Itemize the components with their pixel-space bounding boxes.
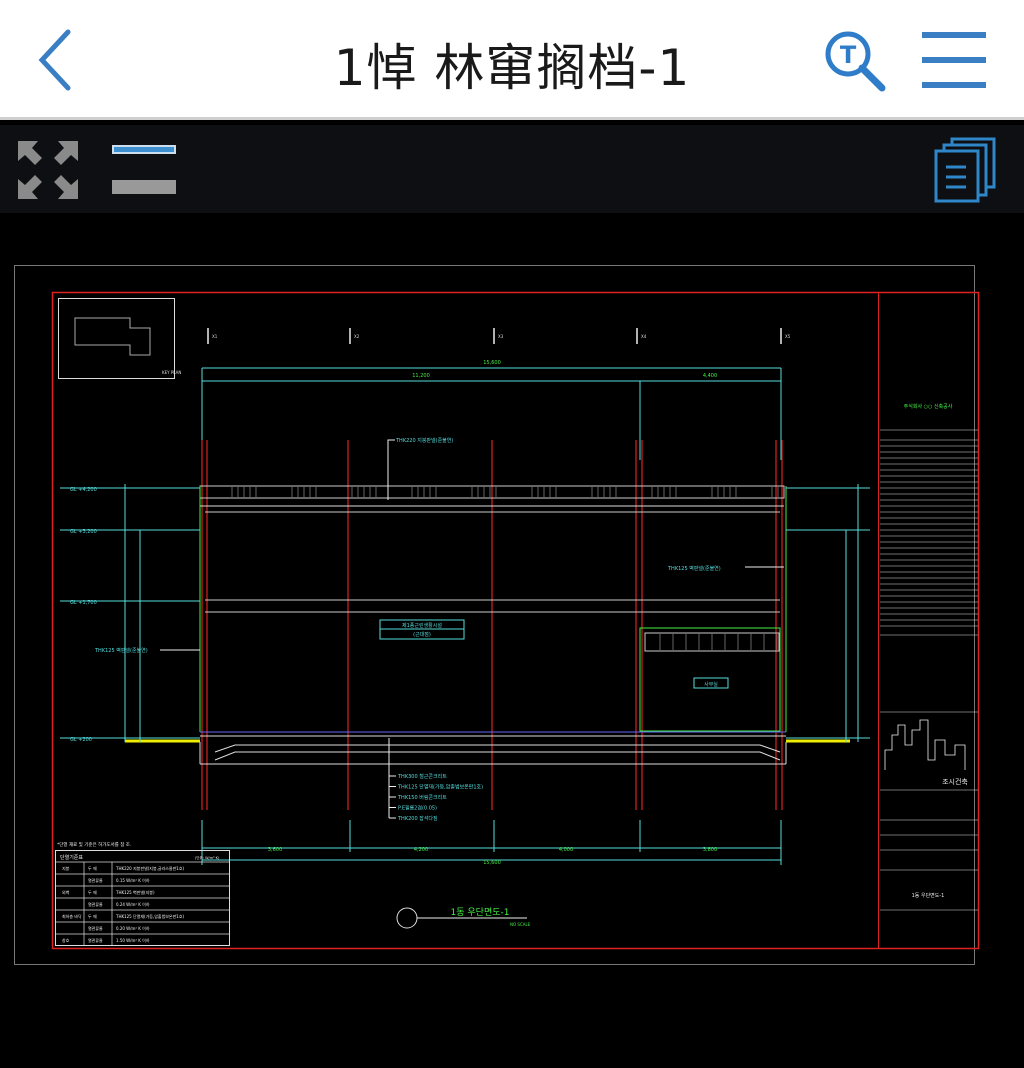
table-title: 단열기준표 [60,854,83,861]
room-sub: (근대점) [413,631,431,638]
table-cell: 두 께 [88,865,97,871]
grid-label: X4 [641,334,647,339]
floor-note: THK125 단열재(가등,압출법보온판1호) [397,784,483,791]
floor-note: P.E필름2겹(0.05) [398,805,437,812]
note-roof: THK220 지붕판넬(준불연) [395,437,453,444]
table-cell: 0.20 W/m² K 이하 [116,925,150,931]
table-cell: 0.24 W/m² K 이하 [116,901,150,907]
level-label: GL +4,200 [70,487,97,493]
table-cell: THK125 벽판넬(지붕) [115,889,155,895]
table-cell: 창호 [62,937,70,943]
company-name: 조시건축 [942,777,968,786]
project-name: 주식회사 ○○ 신축공사 [904,403,953,410]
dim-label: 4,200 [414,847,428,853]
table-cell: 외벽 [62,889,70,895]
drawing-title: 1동 우단면도-1 [451,907,510,918]
table-cell: THK220 지붕판넬(지붕,글라스울판1호) [115,865,185,871]
table-cell: 열관류율 [88,937,103,943]
note-wall-right: THK125 벽판넬(준불연) [667,565,721,572]
dim-label: 3,600 [268,847,282,853]
viewer-toolbar [0,125,1024,213]
drawing-canvas[interactable]: 주식회사 ○○ 신축공사 조시건축 1동 우단면도-1 KEY PLAN X1 X… [0,213,1024,1064]
app-header: 1悼 林窜搁档-1 T [0,0,1024,120]
key-plan [58,298,175,379]
table-cell: 두 께 [88,913,97,919]
chevron-left-icon[interactable] [30,28,80,92]
table-cell: 열관류율 [88,925,103,931]
dim-label: 11,200 [412,373,430,379]
table-cell: 열관류율 [88,877,103,883]
office-label: 사무실 [704,681,718,688]
hamburger-menu-icon[interactable] [920,30,990,92]
fullscreen-expand-icon[interactable] [16,139,80,201]
grid-label: X5 [785,334,791,339]
table-cell: 1.50 W/m² K 이하 [116,937,150,943]
cad-drawing[interactable]: 주식회사 ○○ 신축공사 조시건축 1동 우단면도-1 KEY PLAN X1 X… [0,213,1024,1064]
table-cell: 최하층 바닥 [62,913,82,919]
dim-label: 3,800 [703,847,717,853]
sheet-border [14,265,975,965]
floor-note: THK300 철근콘크리트 [397,773,447,780]
svg-text:T: T [840,41,857,69]
floor-note: THK200 잡석다짐 [397,815,438,822]
title-block [878,292,979,949]
room-label: 제1종근린생활시설 [402,622,442,629]
text-search-icon[interactable]: T [820,26,890,96]
table-cell: THK125 단열재(가등,압출법보온판1호) [115,913,185,919]
table-cell: 열관류율 [88,901,103,907]
dim-label: 4,000 [559,847,573,853]
table-cell: 두 께 [88,889,97,895]
table-unit: (단위: W/m²·K) [195,855,220,860]
level-label: GL +1,700 [70,600,97,606]
dim-label: 4,400 [703,373,717,379]
drawing-scale: NO SCALE [510,922,531,927]
table-cell: 0.15 W/m² K 이하 [116,877,150,883]
note-wall-left: THK125 벽판넬(준불연) [94,647,148,654]
grid-label: X2 [354,334,360,339]
dim-total-top: 15,600 [483,360,501,366]
layer-toggle-on[interactable] [112,145,176,154]
documents-icon[interactable] [934,137,998,203]
page-title: 1悼 林窜搁档-1 [333,39,691,97]
table-cell: 지붕 [62,865,70,871]
grid-label: X1 [212,334,218,339]
level-label: GL +200 [70,737,92,743]
level-label: GL +3,200 [70,529,97,535]
svg-text:KEY PLAN: KEY PLAN [162,370,181,375]
dim-total-bottom: 15,600 [483,860,501,866]
layer-toggle-off[interactable] [112,180,176,194]
floor-note: THK150 버림콘크리트 [397,794,447,801]
company-logo [884,719,966,770]
titleblock-drawing-name: 1동 우단면도-1 [912,892,945,899]
grid-label: X3 [498,334,504,339]
table-note: *단열 재료 및 기준은 허가도서를 참 조. [57,841,131,848]
